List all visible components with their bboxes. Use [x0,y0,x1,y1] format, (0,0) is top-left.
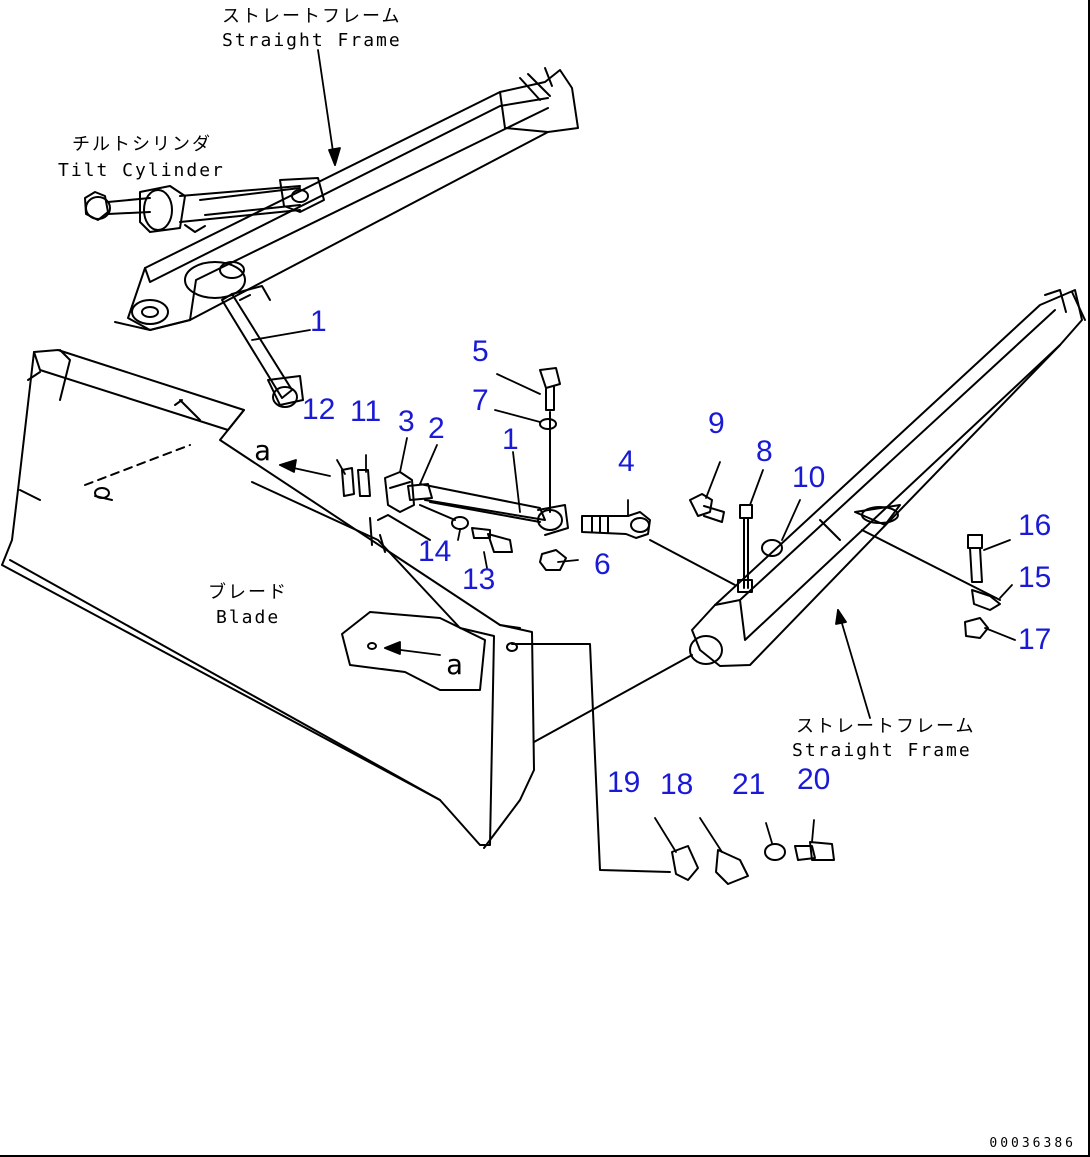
tilt-cylinder-drawing [84,177,325,233]
straight-frame-top-label-en: Straight Frame [222,30,402,51]
blade-label-jp: ブレード [208,582,288,603]
part-number-5: 5 [472,335,489,368]
part-number-11: 11 [350,395,382,428]
part-number-3: 3 [398,405,415,438]
part-number-16: 16 [1018,509,1052,542]
part-number-14: 14 [418,535,452,568]
part-number-13: 13 [462,563,496,596]
upper-straight-frame-drawing [114,67,579,331]
part-number-12: 12 [302,393,336,426]
part-number-2: 2 [428,412,445,445]
tilt-cylinder-label-en: Tilt Cylinder [58,160,225,181]
part-number-6: 6 [594,548,611,581]
reference-a-blade: a [446,648,463,681]
straight-frame-right-label-en: Straight Frame [792,740,972,761]
part-number-1-upper: 1 [310,305,327,338]
part-number-7: 7 [472,384,489,417]
part-number-18: 18 [660,768,694,801]
part-number-15: 15 [1018,561,1052,594]
leader-lines [251,49,1016,853]
part-number-9: 9 [708,407,725,440]
lower-rod-assembly-drawing [341,367,736,586]
tilt-cylinder-label-jp: チルトシリンダ [72,134,212,155]
part-number-4: 4 [618,445,635,478]
part-number-8: 8 [756,435,773,468]
blade-label-en: Blade [216,607,281,628]
part-number-19: 19 [607,766,641,799]
part-number-21: 21 [732,768,766,801]
drawing-id: 00036386 [989,1136,1076,1151]
reference-a-left: a [254,434,271,467]
part-number-10: 10 [792,461,826,494]
part-number-17: 17 [1018,623,1052,656]
part-number-20: 20 [797,763,831,796]
right-straight-frame-drawing [511,289,1086,873]
small-parts-drawing [671,841,835,885]
straight-frame-right-label-jp: ストレートフレーム [796,716,976,737]
straight-frame-top-label-jp: ストレートフレーム [222,6,402,27]
blade-drawing [1,349,535,849]
part-number-1-lower: 1 [502,423,519,456]
upper-tilt-rod-drawing [221,285,304,408]
